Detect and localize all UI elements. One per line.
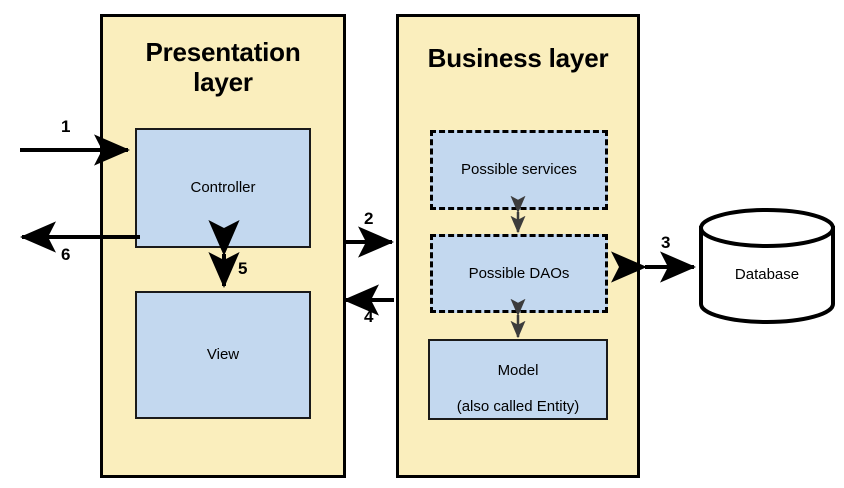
panel-business-title-line1: Business layer	[427, 43, 609, 73]
node-database-label: Database	[734, 266, 800, 283]
node-possible-daos-label: Possible DAOs	[468, 264, 570, 282]
node-possible-daos[interactable]: Possible DAOs	[430, 234, 608, 313]
node-possible-services-label: Possible services	[461, 161, 577, 178]
arrow-label-5: 5	[238, 259, 248, 278]
node-view-label: View	[206, 346, 240, 363]
arrow-label-6: 6	[61, 245, 71, 264]
node-database[interactable]: Database	[697, 208, 837, 324]
arrow-label-3: 3	[661, 233, 671, 252]
arrow-label-2: 2	[364, 209, 374, 228]
node-controller-label: Controller	[190, 179, 256, 196]
node-model-label: Model (also called Entity)	[457, 344, 580, 416]
database-cylinder-icon	[699, 208, 835, 324]
arrow-label-4: 4	[364, 307, 374, 326]
panel-presentation-title-line2: layer	[193, 67, 253, 97]
arrow-label-1: 1	[61, 117, 71, 136]
node-model[interactable]: Model (also called Entity)	[428, 339, 608, 420]
panel-presentation-title-line1: Presentation	[145, 37, 301, 67]
node-possible-services[interactable]: Possible services	[430, 130, 608, 210]
node-model-label-line2: (also called Entity)	[456, 397, 580, 415]
node-view[interactable]: View	[135, 291, 311, 419]
panel-presentation-layer-title: Presentation layer	[103, 37, 343, 97]
node-controller[interactable]: Controller	[135, 128, 311, 248]
panel-business-layer-title: Business layer	[399, 43, 637, 73]
node-model-label-line1: Model	[497, 361, 539, 379]
